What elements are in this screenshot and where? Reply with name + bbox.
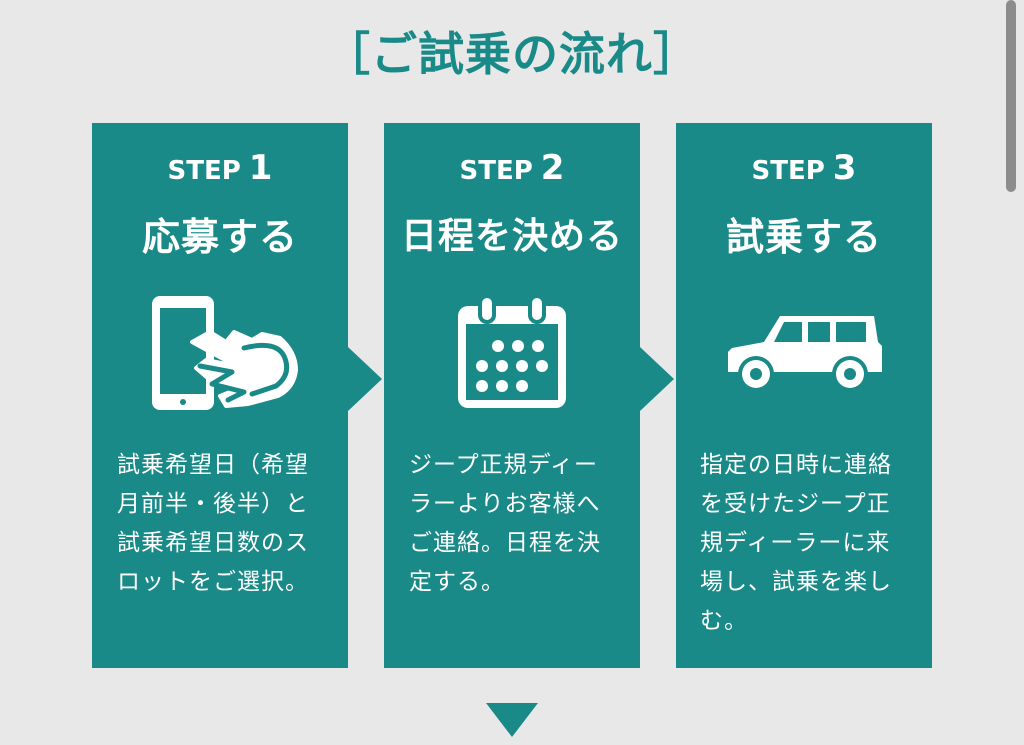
description-line: ご連絡。日程を決	[409, 530, 601, 556]
step-title-2: 日程を決める	[400, 216, 623, 257]
page-title: ［ご試乗の流れ］	[324, 27, 700, 81]
description-line: ラーよりお客様へ	[409, 491, 601, 517]
step-number: 2	[540, 148, 565, 188]
step-number: 3	[832, 148, 857, 188]
step-description-2: ジープ正規ディー ラーよりお客様へ ご連絡。日程を決 定する。	[409, 446, 629, 602]
step-number: 1	[248, 148, 273, 188]
step-word: STEP	[167, 156, 241, 186]
step-word: STEP	[751, 156, 825, 186]
step-word: STEP	[459, 156, 533, 186]
description-line: 定する。	[409, 569, 505, 595]
description-line: ジープ正規ディー	[409, 452, 599, 478]
description-line: を受けたジープ正	[700, 491, 891, 517]
description-line: 指定の日時に連絡	[700, 452, 892, 478]
description-line: 試乗希望日数のス	[117, 530, 309, 556]
description-line: 月前半・後半）と	[117, 491, 309, 517]
step-card-3	[676, 123, 932, 668]
step-description-1: 試乗希望日（希望 月前半・後半）と 試乗希望日数のス ロットをご選択。	[117, 446, 337, 602]
description-line: 規ディーラーに来	[700, 530, 891, 556]
smartphone-tap-icon	[152, 296, 298, 410]
step-description-3: 指定の日時に連絡 を受けたジープ正 規ディーラーに来 場し、試乗を楽し む。	[700, 446, 924, 641]
scrollbar-thumb[interactable]	[1006, 0, 1016, 192]
next-step-arrow-1	[348, 347, 382, 411]
step-title-3: 試乗する	[725, 215, 882, 259]
description-line: む。	[700, 608, 748, 634]
description-line: 場し、試乗を楽し	[700, 569, 892, 595]
calendar-icon	[458, 294, 566, 408]
description-line: 試乗希望日（希望	[117, 452, 309, 478]
jeep-icon	[728, 316, 882, 392]
continue-down-arrow	[486, 703, 538, 737]
step-title-1: 応募する	[141, 215, 298, 259]
next-step-arrow-2	[640, 347, 674, 411]
description-line: ロットをご選択。	[117, 569, 309, 595]
